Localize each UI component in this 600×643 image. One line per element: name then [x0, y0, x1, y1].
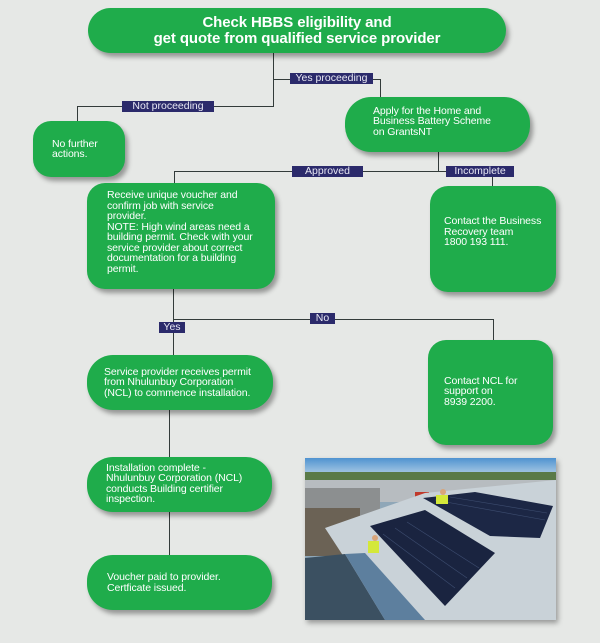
connector-start-down [273, 53, 274, 107]
step-contact-business-recovery: Contact the Business Recovery team 1800 … [430, 186, 556, 292]
label-yes-proceeding: Yes proceeding [290, 73, 373, 84]
step-voucher-paid-text: Voucher paid to provider. Certficate iss… [107, 571, 221, 594]
step-receive-voucher: Receive unique voucher and confirm job w… [87, 183, 275, 289]
connector-to-ncl [493, 319, 494, 340]
label-not-proceeding: Not proceeding [122, 101, 214, 112]
connector-to-apply [380, 79, 381, 97]
solar-installation-photo [305, 458, 556, 620]
step-check-eligibility: Check HBBS eligibility and get quote fro… [88, 8, 506, 53]
step-contact-ncl: Contact NCL for support on 8939 2200. [428, 340, 553, 445]
label-yes: Yes [159, 322, 185, 333]
connector-to-voucher [174, 171, 175, 183]
step-apply-grantsnt: Apply for the Home and Business Battery … [345, 97, 530, 152]
step-contact-ncl-text: Contact NCL for support on 8939 2200. [444, 374, 518, 408]
connector-to-no-further [77, 106, 78, 121]
step-permit-received: Service provider receives permit from Nh… [87, 355, 273, 410]
step-no-further-actions: No further actions. [33, 121, 125, 177]
label-no: No [310, 313, 335, 324]
step-installation-complete-text: Installation complete - Nhulunbuy Corpor… [106, 461, 243, 505]
step-receive-voucher-text: Receive unique voucher and confirm job w… [107, 189, 253, 275]
step-no-further-actions-text: No further actions. [52, 137, 98, 160]
label-approved: Approved [292, 166, 363, 177]
step-contact-business-recovery-text: Contact the Business Recovery team 1800 … [444, 215, 542, 249]
connector-install-down [169, 512, 170, 555]
step-installation-complete: Installation complete - Nhulunbuy Corpor… [87, 457, 272, 512]
step-permit-received-text: Service provider receives permit from Nh… [104, 365, 251, 399]
connector-apply-down [438, 152, 439, 172]
step-check-eligibility-text: Check HBBS eligibility and get quote fro… [153, 13, 441, 47]
connector-to-recovery [492, 171, 493, 186]
connector-permit-down [169, 410, 170, 457]
step-apply-grantsnt-text: Apply for the Home and Business Battery … [373, 104, 491, 138]
label-incomplete: Incomplete [446, 166, 514, 177]
step-voucher-paid: Voucher paid to provider. Certficate iss… [87, 555, 272, 610]
